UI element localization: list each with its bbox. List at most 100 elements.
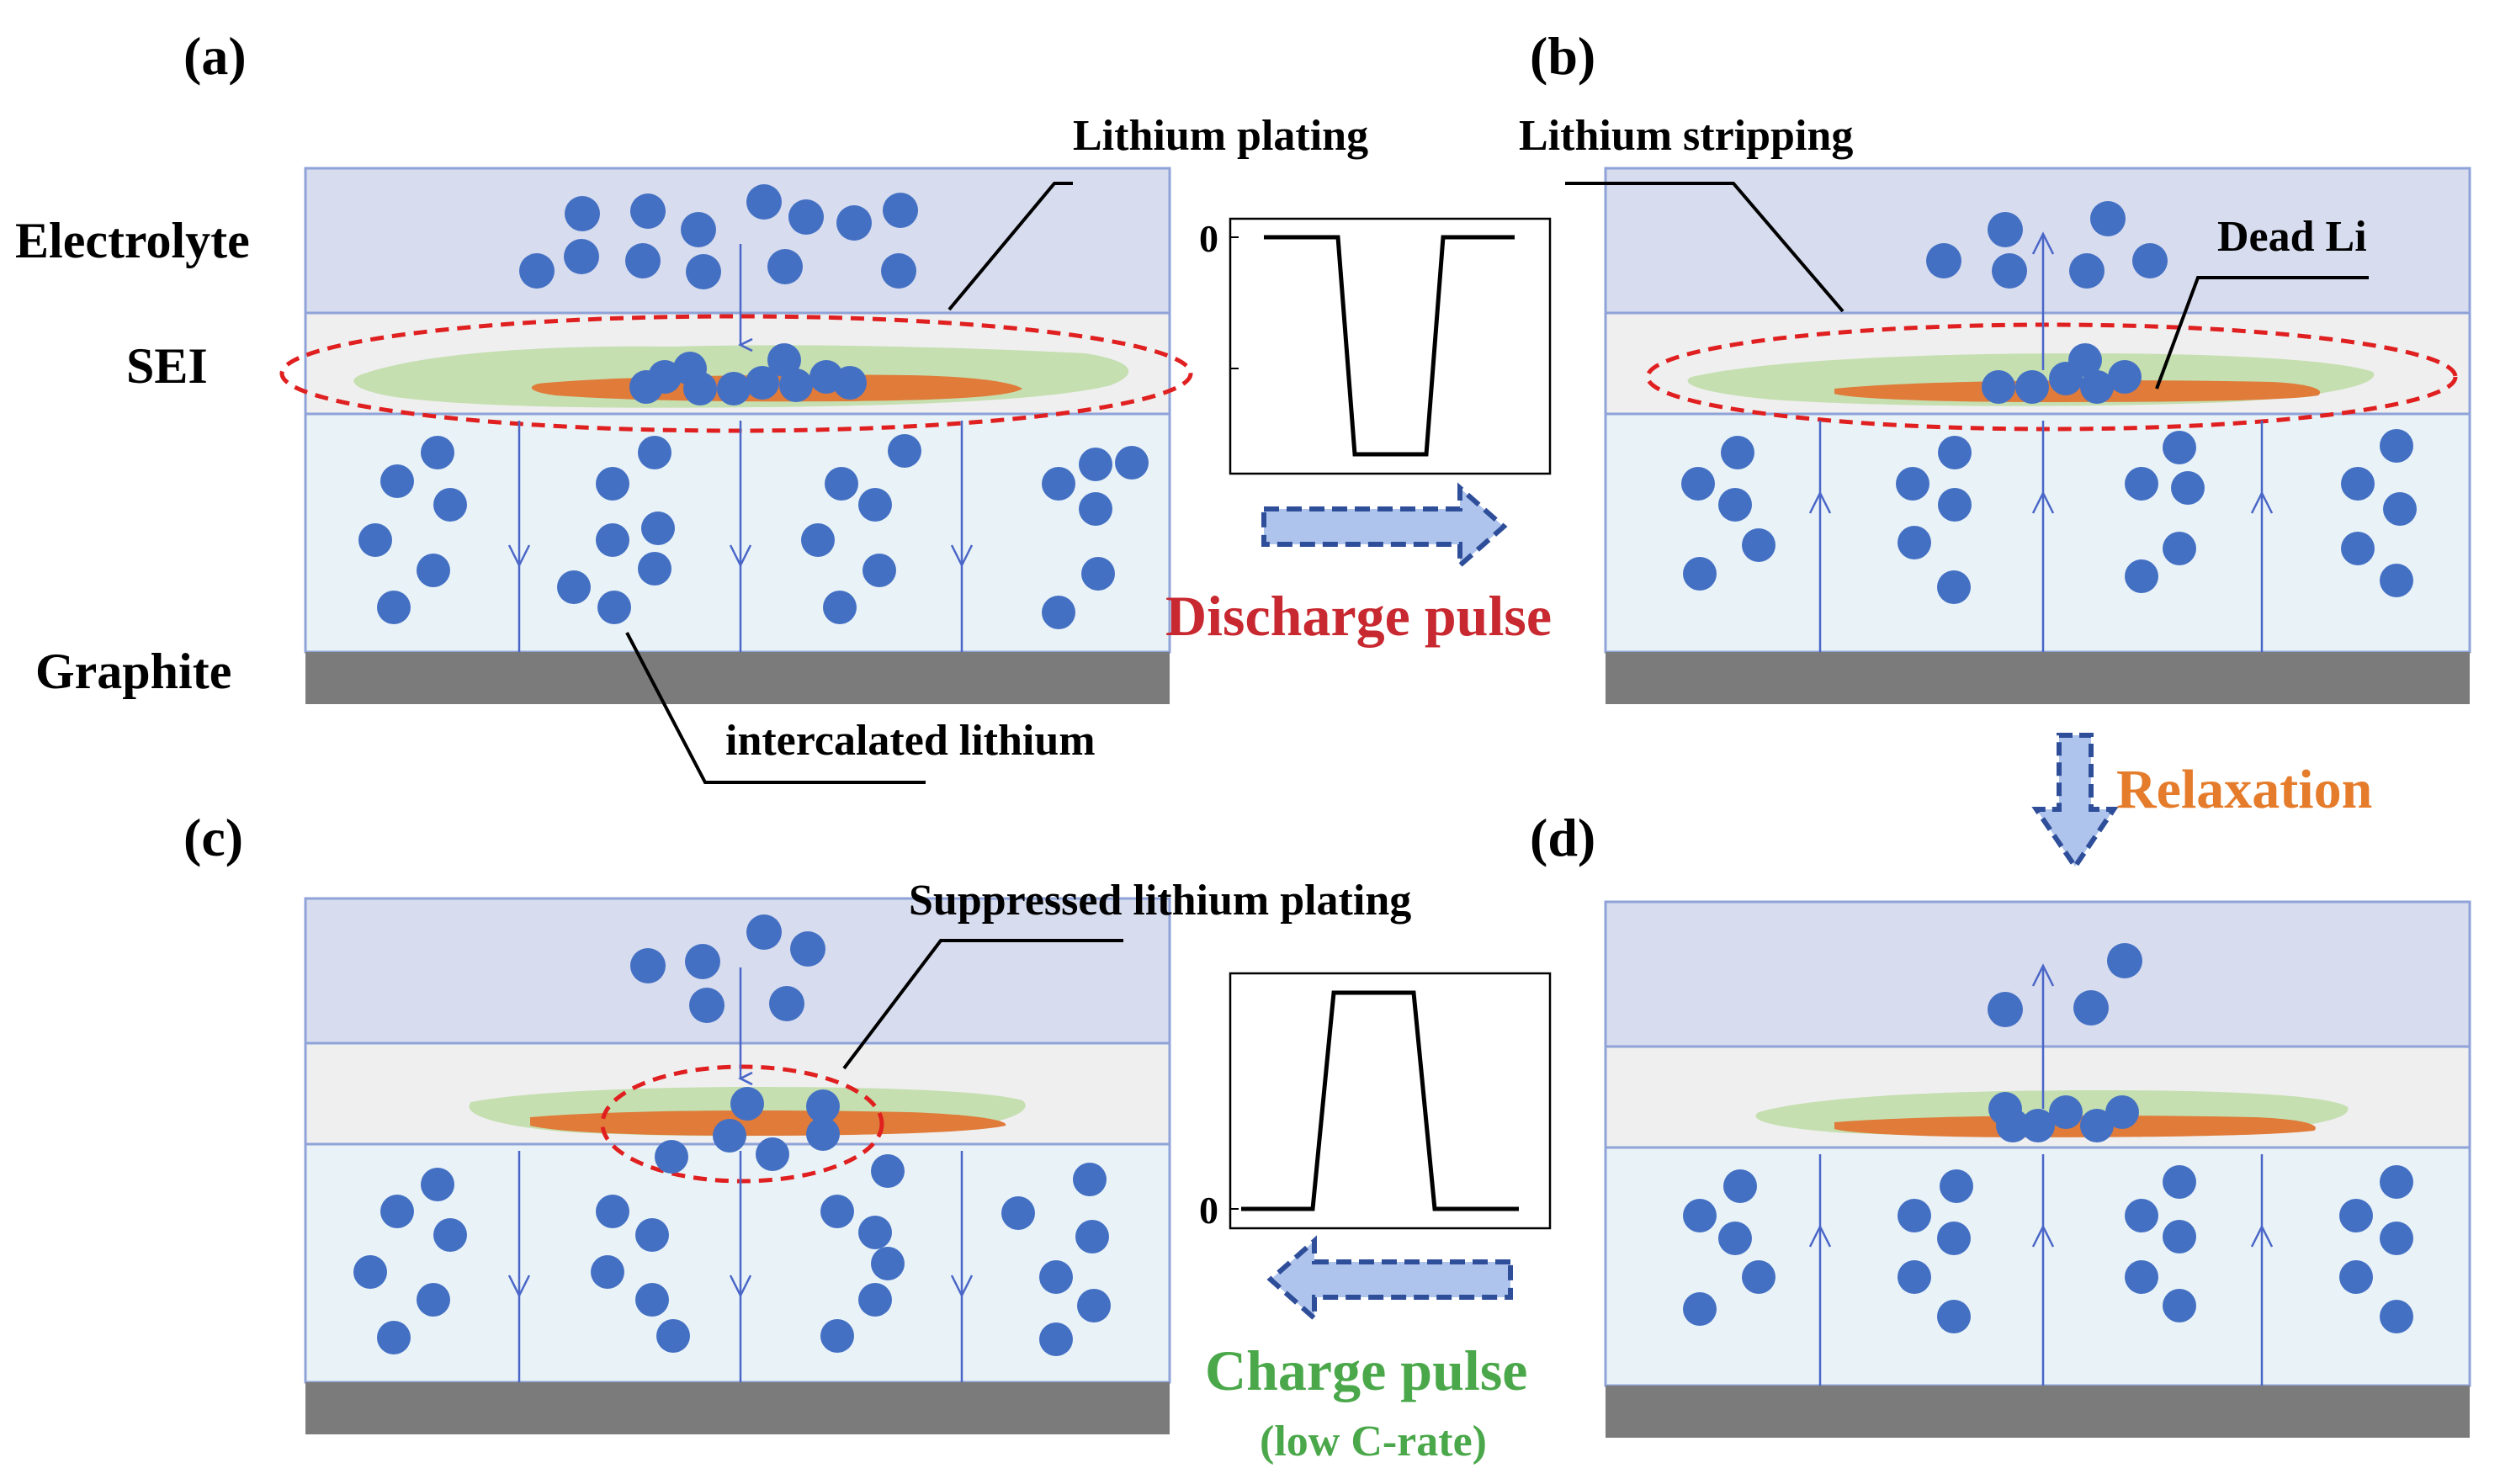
lithium-ion xyxy=(1079,448,1112,481)
lithium-ion xyxy=(630,948,666,983)
flow-arrow-icon xyxy=(2250,1224,2274,1248)
lithium-ion xyxy=(2125,467,2158,501)
lithium-ion xyxy=(881,253,916,289)
flow-arrow-icon xyxy=(729,544,752,568)
lithium-ion xyxy=(2380,564,2413,597)
lithium-ion xyxy=(2163,1165,2196,1199)
lithium-ion xyxy=(779,368,813,402)
lithium-ion xyxy=(2105,1095,2139,1129)
lithium-ion xyxy=(686,254,721,289)
stripping-ellipse xyxy=(1645,322,2458,432)
suppressed-ellipse xyxy=(600,1064,884,1184)
charge-note-label: (low C-rate) xyxy=(1260,1418,1487,1465)
intercalated-callout-line xyxy=(625,632,926,784)
electrolyte-layer xyxy=(304,897,1171,1045)
graphite-label: Graphite xyxy=(35,644,231,699)
lithium-ion xyxy=(713,1119,746,1153)
lithium-ion xyxy=(1723,1169,1757,1203)
charge-waveform xyxy=(1241,990,1519,1211)
intercalated-ions xyxy=(358,434,1149,629)
stripping-label: Lithium stripping xyxy=(1519,112,1853,160)
lithium-ion xyxy=(358,523,392,557)
flow-arrow-icon xyxy=(729,1275,752,1298)
plated-ions xyxy=(713,1087,840,1171)
plating-label: Lithium plating xyxy=(1073,112,1368,160)
block-arrow-right-icon xyxy=(1261,482,1508,571)
panel-a: (a) Electrolyte SEI Graphite xyxy=(15,26,1368,784)
lithium-ion xyxy=(596,1195,629,1228)
lithium-ion xyxy=(564,239,599,274)
lithium-ion xyxy=(2380,1165,2413,1199)
lithium-ion xyxy=(1039,1260,1073,1294)
lithium-ion xyxy=(417,1283,450,1317)
lithium-ion xyxy=(883,193,918,228)
lithium-ion xyxy=(1073,1163,1107,1196)
flow-arrow-icon xyxy=(2031,490,2055,514)
lithium-ion xyxy=(888,434,921,468)
lithium-ion xyxy=(638,436,671,469)
lithium-ion xyxy=(858,1216,892,1249)
lithium-ion xyxy=(1898,1260,1931,1294)
electrolyte-ions xyxy=(519,184,918,289)
lithium-ion xyxy=(1938,436,1972,469)
lithium-ion xyxy=(858,488,892,522)
current-collector xyxy=(1606,1386,2470,1438)
dead-li-callout-line xyxy=(2155,276,2369,390)
lithium-ion xyxy=(788,199,824,235)
lithium-ion xyxy=(746,366,779,400)
stripping-callout-line xyxy=(1565,182,1844,313)
lithium-ion xyxy=(2073,990,2109,1026)
plating-callout-line xyxy=(947,182,1073,311)
lithium-ion xyxy=(801,523,835,557)
discharge-zero-label: 0 xyxy=(1199,217,1218,260)
lithium-ion xyxy=(858,1283,892,1317)
electrolyte-ions xyxy=(1926,201,2168,289)
flow-arrow-icon xyxy=(507,1275,531,1298)
lithium-ion xyxy=(1718,1222,1752,1255)
lithium-ion xyxy=(2163,532,2196,565)
lithium-ion xyxy=(2339,1199,2373,1232)
discharge-waveform xyxy=(1264,235,1515,457)
block-arrow-down-icon xyxy=(2031,733,2119,872)
lithium-ion xyxy=(790,931,825,967)
lithium-ion xyxy=(2163,1220,2196,1253)
lithium-ion xyxy=(1081,557,1115,591)
lithium-ion xyxy=(596,523,629,557)
lithium-ion xyxy=(2125,1199,2158,1232)
lithium-ion xyxy=(689,988,725,1023)
lithium-ion xyxy=(2132,243,2168,278)
lithium-ion xyxy=(417,554,450,587)
lithium-ion xyxy=(1039,1322,1073,1356)
lithium-ion xyxy=(756,1137,789,1171)
lithium-ion xyxy=(656,1319,690,1353)
current-collector xyxy=(1606,652,2470,704)
lithium-ion xyxy=(681,212,716,247)
flow-arrow-icon xyxy=(1808,490,1832,514)
charge-plot-frame xyxy=(1229,972,1552,1230)
lithium-ion xyxy=(2049,1095,2083,1129)
lithium-ion xyxy=(1937,1300,1971,1333)
lithium-ion xyxy=(1926,243,1961,278)
lithium-ion xyxy=(635,1218,669,1252)
intercalated-ions xyxy=(353,1140,1111,1356)
lithium-ion xyxy=(1681,467,1715,501)
lithium-ion xyxy=(823,591,857,624)
intercalated-label: intercalated lithium xyxy=(725,717,1096,765)
lithium-ion xyxy=(2015,370,2049,404)
lithium-ion xyxy=(1115,446,1149,480)
lithium-ion xyxy=(635,1283,669,1317)
dead-li-ions xyxy=(1988,1092,2139,1142)
electrolyte-layer xyxy=(1604,900,2471,1048)
flow-arrow-icon xyxy=(950,544,974,568)
lithium-ion xyxy=(730,1087,764,1121)
charge-pulse-label: Charge pulse xyxy=(1205,1338,1527,1402)
lithium-ion xyxy=(871,1154,905,1188)
lithium-ion xyxy=(1940,1169,1973,1203)
lithium-ion xyxy=(2108,360,2142,394)
plated-lithium xyxy=(530,1110,1006,1136)
lithium-ion xyxy=(353,1255,387,1289)
panel-d-label: (d) xyxy=(1530,808,1595,867)
lithium-ion xyxy=(597,591,631,624)
lithium-ion xyxy=(769,986,804,1021)
